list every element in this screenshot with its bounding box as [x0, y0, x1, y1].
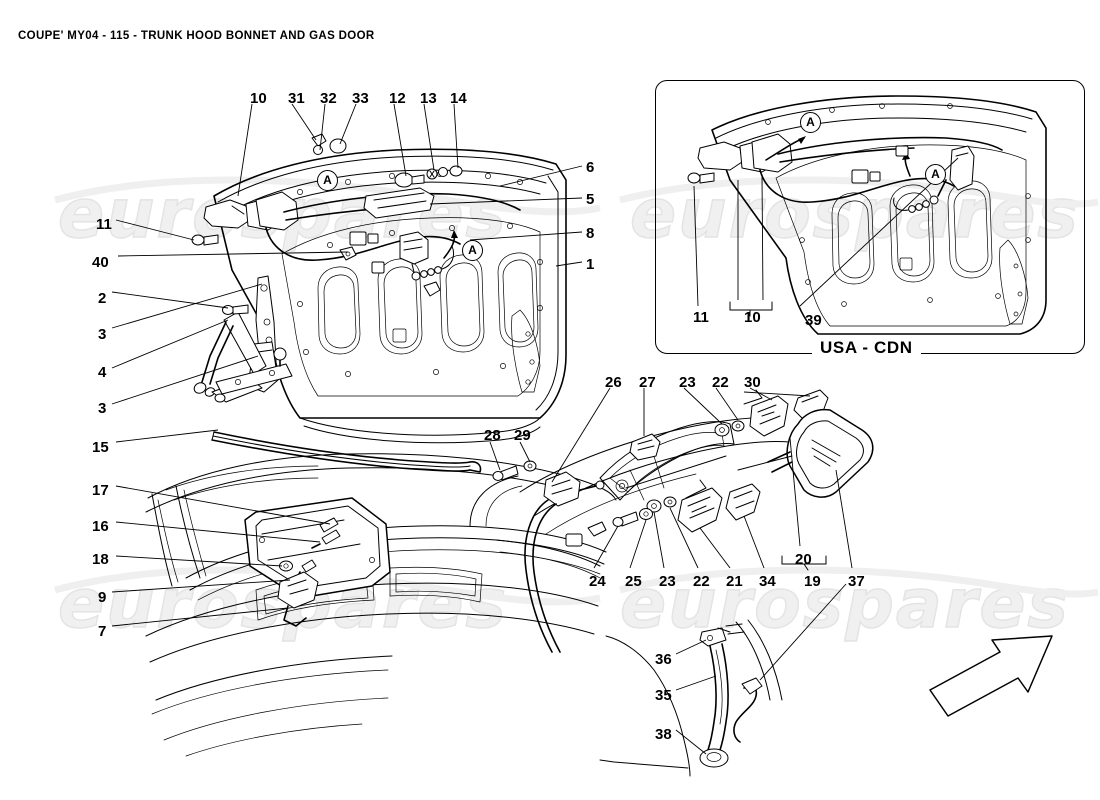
gas-door-assembly [492, 389, 874, 653]
callout-number-33: 33 [352, 90, 369, 107]
callout-number-11: 11 [96, 216, 112, 233]
usa-cdn-caption: USA - CDN [812, 338, 921, 358]
callout-number-19: 19 [804, 573, 821, 590]
callout-number-2: 2 [98, 290, 107, 307]
callout-number-4: 4 [98, 364, 107, 381]
callout-number-30: 30 [744, 374, 761, 391]
callout-number-3: 3 [98, 326, 107, 343]
callout-number-14: 14 [450, 90, 467, 107]
callout-number-5: 5 [586, 191, 595, 208]
fuel-filler-neck [599, 619, 783, 777]
reference-letter-a: A [317, 170, 338, 191]
callout-number-9: 9 [98, 589, 107, 606]
callout-number-22: 22 [693, 573, 710, 590]
callout-number-7: 7 [98, 623, 107, 640]
callout-number-25: 25 [625, 573, 642, 590]
direction-arrow [929, 635, 1053, 717]
callout-number-1: 1 [586, 256, 595, 273]
callout-number-23: 23 [679, 374, 696, 391]
watermark-eurospares: eurospares [619, 564, 1070, 645]
trunk-striker-reinforcement [244, 497, 391, 627]
callout-number-8: 8 [586, 225, 595, 242]
callout-number-40: 40 [92, 254, 109, 271]
reference-letter-a: A [462, 240, 483, 261]
callout-number-16: 16 [92, 518, 109, 535]
callout-number-28: 28 [484, 427, 501, 444]
trunk-latch-assembly [191, 133, 521, 297]
callout-number-13: 13 [420, 90, 437, 107]
callout-number-29: 29 [514, 427, 531, 444]
callout-number-17: 17 [92, 482, 109, 499]
callout-number-11: 11 [693, 309, 709, 326]
reference-letter-a: A [925, 164, 946, 185]
hinge-and-gas-strut-assembly [193, 275, 293, 403]
callout-number-32: 32 [320, 90, 337, 107]
trunk-lid-panel [213, 148, 567, 444]
callout-number-23: 23 [659, 573, 676, 590]
callout-number-38: 38 [655, 726, 672, 743]
callout-number-24: 24 [589, 573, 606, 590]
callout-number-36: 36 [655, 651, 672, 668]
callout-number-20: 20 [795, 551, 812, 568]
callout-number-22: 22 [712, 374, 729, 391]
usa-cdn-inset-box [655, 80, 1085, 354]
callout-number-34: 34 [759, 573, 776, 590]
reference-letter-a: A [800, 112, 821, 133]
watermark-eurospares: eurospares [57, 174, 508, 255]
callout-number-39: 39 [805, 312, 822, 329]
callout-number-3: 3 [98, 400, 107, 417]
callout-number-21: 21 [726, 573, 743, 590]
callout-number-37: 37 [848, 573, 865, 590]
callout-number-31: 31 [288, 90, 305, 107]
callout-number-12: 12 [389, 90, 406, 107]
callout-number-35: 35 [655, 687, 672, 704]
callout-number-26: 26 [605, 374, 622, 391]
callout-number-15: 15 [92, 439, 109, 456]
callout-number-6: 6 [586, 159, 595, 176]
trunk-seal-strip [211, 431, 482, 473]
callout-number-10: 10 [250, 90, 267, 107]
callout-number-10: 10 [744, 309, 761, 326]
rear-body-trunk-opening [145, 453, 617, 757]
callout-number-18: 18 [92, 551, 109, 568]
watermark-eurospares: eurospares [57, 564, 508, 645]
page-title: COUPE' MY04 - 115 - TRUNK HOOD BONNET AN… [18, 30, 375, 42]
callout-number-27: 27 [639, 374, 656, 391]
